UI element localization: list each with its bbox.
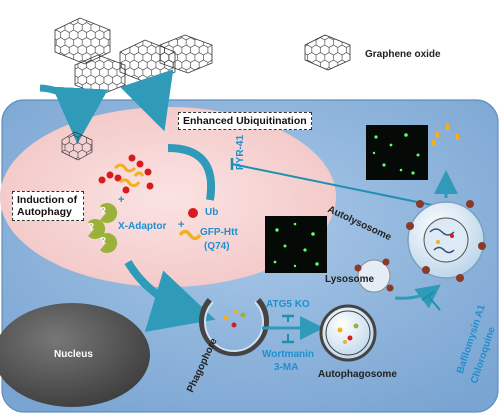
bafilomycin-inhibitor-line — [427, 295, 441, 311]
ubiquitination-loop-arrow — [167, 144, 216, 201]
nucleus-label: Nucleus — [54, 349, 93, 360]
ub-legend-icon — [188, 208, 198, 218]
entry-arrow — [120, 69, 174, 132]
enhanced-ubiquitination-box: Enhanced Ubiquitination — [178, 112, 312, 131]
phagophore — [199, 298, 269, 357]
pyr41-inhibitor-line — [231, 163, 433, 206]
graphene-legend-icon — [304, 34, 351, 71]
lysosome — [354, 258, 394, 293]
htt-legend-icon — [178, 229, 202, 241]
autolysosome — [406, 200, 486, 282]
question-mark: ? — [100, 236, 107, 247]
entry-arrow — [39, 84, 109, 144]
graphene-sheet — [54, 17, 111, 65]
x-adaptor-label: X-Adaptor — [118, 221, 167, 232]
ub-cluster — [98, 154, 154, 194]
question-mark: ? — [100, 206, 107, 217]
to-autolysosome-arrow — [394, 284, 441, 309]
atg5ko-label: ATG5 KO — [266, 299, 310, 310]
ub-label: Ub — [205, 207, 219, 218]
q74-label: (Q74) — [204, 241, 230, 252]
nucleus — [0, 303, 150, 407]
graphene-inside — [61, 131, 93, 161]
microscopy-inset-top — [366, 125, 428, 180]
graphene-oxide-label: Graphene oxide — [365, 49, 441, 60]
wortmanin-label: Wortmanin — [262, 349, 315, 360]
lysosome-label: Lysosome — [325, 274, 375, 285]
induction-of-autophagy-box: Induction of Autophagy — [12, 191, 84, 222]
graphene-sheet — [159, 34, 213, 74]
3ma-label: 3-MA — [274, 362, 299, 373]
adaptor-to-phagophore-arrow — [124, 259, 216, 332]
plus-sign: + — [118, 194, 125, 206]
plus-sign: + — [178, 219, 185, 231]
autophagosome — [319, 304, 377, 362]
x-adaptor-icons — [88, 202, 118, 253]
autophagosome-label: Autophagosome — [318, 369, 397, 380]
microscopy-inset-middle — [265, 216, 327, 273]
gfp-htt-label: GFP-Htt — [200, 227, 238, 238]
pyr41-label: PYR-41 — [235, 134, 246, 170]
question-mark: ? — [88, 222, 95, 233]
